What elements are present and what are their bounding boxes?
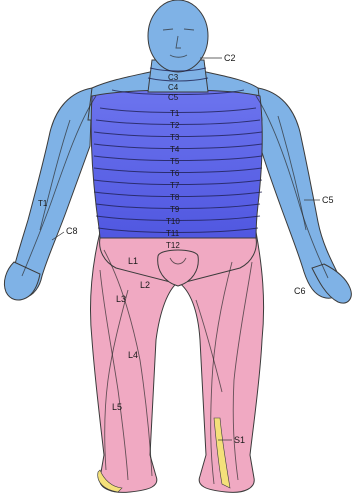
label-t10: T10 <box>166 217 180 226</box>
label-c5-arm: C5 <box>322 195 334 205</box>
label-l3: L3 <box>116 294 126 304</box>
label-c2: C2 <box>224 53 236 63</box>
label-l4: L4 <box>128 350 138 360</box>
label-t12: T12 <box>166 241 180 250</box>
label-t1-arm: T1 <box>38 199 48 208</box>
label-t6: T6 <box>170 169 180 178</box>
label-c8: C8 <box>66 226 78 236</box>
label-t8: T8 <box>170 193 180 202</box>
label-s1: S1 <box>234 435 245 445</box>
label-t11: T11 <box>166 229 180 238</box>
label-t7: T7 <box>170 181 180 190</box>
label-l2: L2 <box>140 280 150 290</box>
label-l5: L5 <box>112 402 122 412</box>
label-t4: T4 <box>170 145 180 154</box>
label-t1: T1 <box>170 109 180 118</box>
label-c5: C5 <box>168 93 179 102</box>
label-c3: C3 <box>168 73 179 82</box>
label-t3: T3 <box>170 133 180 142</box>
label-c4: C4 <box>168 83 179 92</box>
label-t2: T2 <box>170 121 180 130</box>
label-l1: L1 <box>128 256 138 266</box>
label-t9: T9 <box>170 205 180 214</box>
label-t5: T5 <box>170 157 180 166</box>
label-c6: C6 <box>294 286 306 296</box>
